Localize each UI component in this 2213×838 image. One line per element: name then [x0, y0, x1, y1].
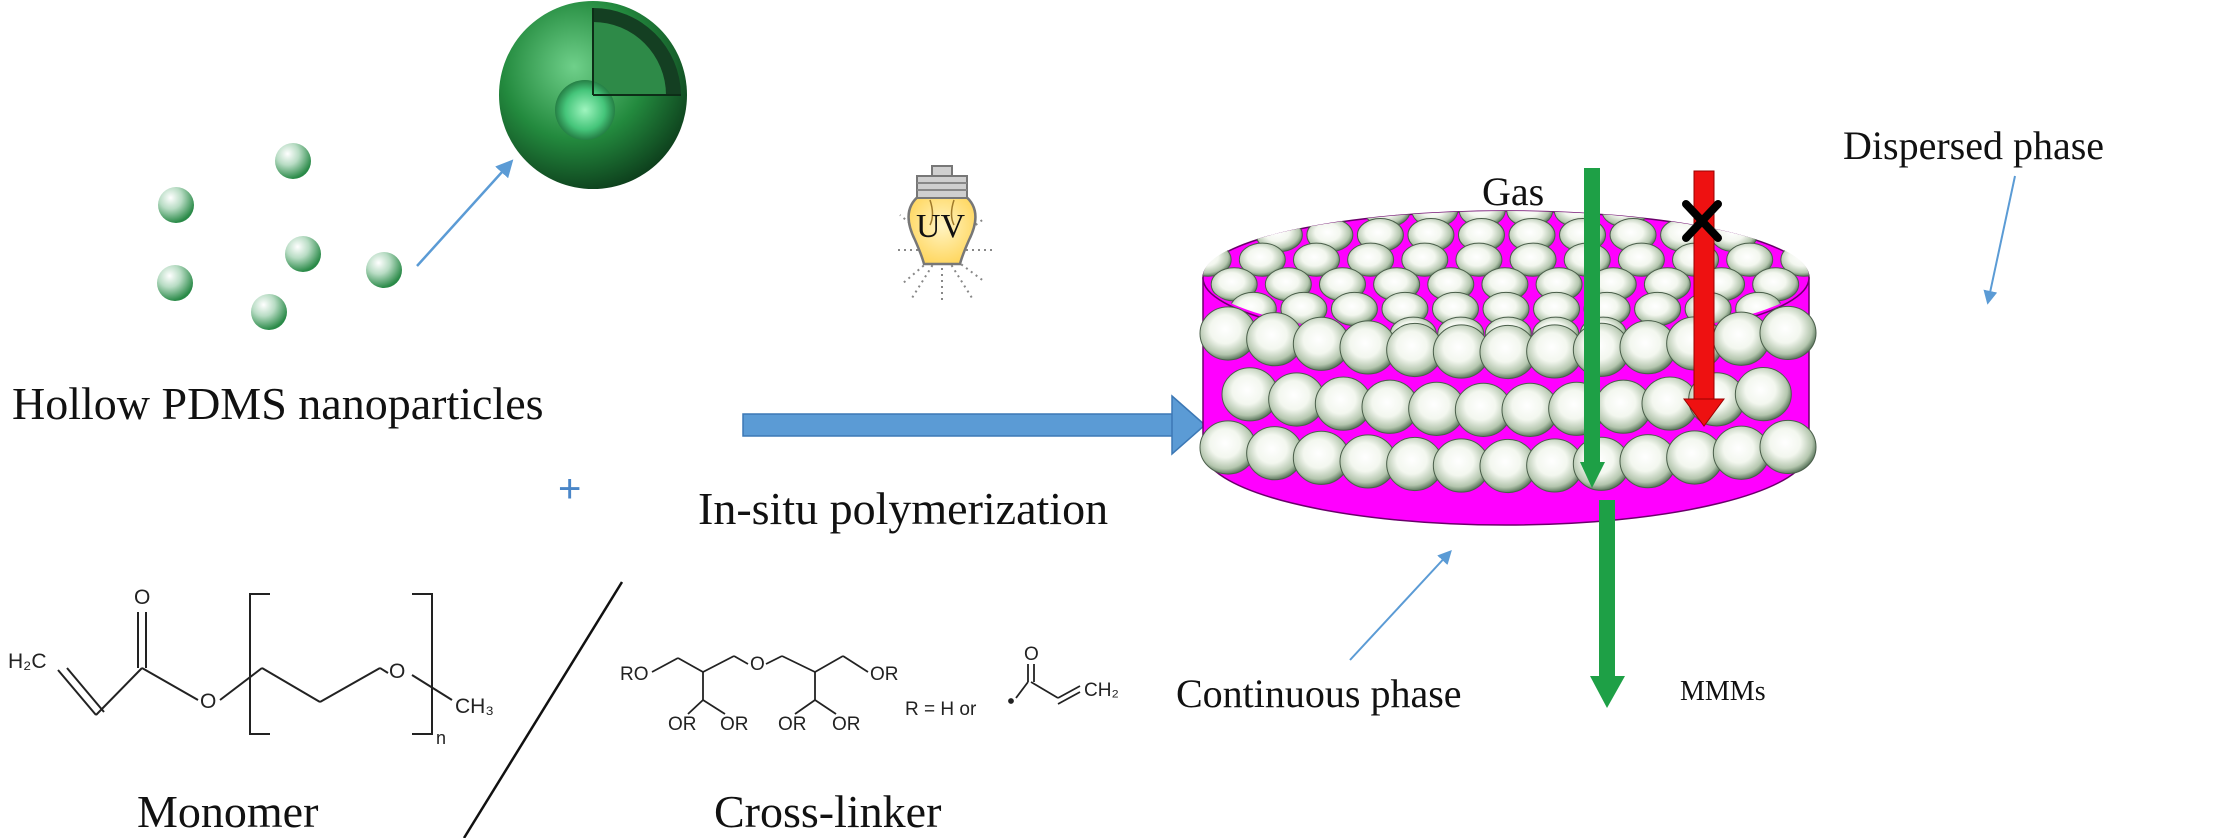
xl-or-1: OR: [668, 714, 697, 735]
dispersed-bead: [1347, 242, 1395, 277]
dispersed-bead: [1401, 242, 1449, 277]
dispersed-bead: [1634, 291, 1682, 327]
mmms-label: MMMs: [1680, 676, 1766, 707]
gas-arrow-permeating: [1580, 168, 1625, 708]
dispersed-bead: [1292, 242, 1340, 277]
xl-o-center: O: [750, 654, 765, 675]
xl-or-right: OR: [870, 664, 899, 685]
xl-or-4: OR: [832, 714, 861, 735]
monomer-h2c: H₂C: [8, 650, 47, 673]
xl-or-2: OR: [720, 714, 749, 735]
monomer-ch3: CH₃: [455, 695, 494, 718]
nanoparticle: [275, 143, 311, 179]
dispersed-beads-side: [1199, 305, 1817, 494]
uv-label: UV: [916, 208, 966, 245]
nanoparticle: [251, 294, 287, 330]
process-arrow: [742, 394, 1207, 456]
bulb-icon: [895, 165, 992, 304]
process-label: In-situ polymerization: [698, 483, 1109, 534]
nanoparticle: [366, 252, 402, 288]
cross-mark-icon: [1682, 200, 1722, 242]
plus-sign: +: [558, 467, 582, 511]
dispersed-phase-pointer: [1983, 175, 2016, 305]
continuous-phase-pointer: [1349, 549, 1452, 661]
crosslinker-structure: [651, 655, 1081, 715]
nanoparticle: [157, 265, 193, 301]
membrane-disc: [1199, 210, 1817, 526]
xl-r-definition: R = H or: [905, 699, 977, 720]
nanoparticle: [285, 236, 321, 272]
dispersed-bead: [1617, 242, 1665, 277]
monomer-structure: [57, 593, 453, 735]
dispersed-bead: [1734, 367, 1792, 422]
monomer-o-ether: O: [389, 660, 406, 683]
xl-ro-left: RO: [620, 664, 649, 685]
monomer-n: n: [436, 728, 447, 748]
separator-line: [462, 581, 624, 838]
dispersed-phase-label: Dispersed phase: [1843, 123, 2105, 168]
dispersed-bead: [1726, 242, 1774, 277]
zoom-arrow: [416, 159, 514, 267]
small-nanoparticles: [157, 143, 402, 330]
gas-label: Gas: [1482, 169, 1545, 214]
dispersed-bead: [1759, 419, 1817, 475]
xl-o-acryl: O: [1024, 644, 1039, 665]
hollow-sphere-cutaway-icon: [499, 1, 687, 189]
xl-ch2: CH₂: [1084, 680, 1119, 701]
nanoparticle: [158, 187, 194, 223]
dispersed-bead: [1759, 305, 1817, 361]
dispersed-bead: [1509, 242, 1557, 277]
nanoparticles-label: Hollow PDMS nanoparticles: [12, 378, 544, 429]
monomer-label: Monomer: [137, 786, 319, 837]
dispersed-bead: [1238, 242, 1286, 277]
continuous-phase-label: Continuous phase: [1176, 671, 1462, 716]
monomer-o-ester: O: [200, 690, 217, 713]
dispersed-bead: [1455, 242, 1503, 277]
monomer-o-carbonyl: O: [134, 586, 151, 609]
crosslinker-label: Cross-linker: [714, 786, 942, 837]
xl-or-3: OR: [778, 714, 807, 735]
